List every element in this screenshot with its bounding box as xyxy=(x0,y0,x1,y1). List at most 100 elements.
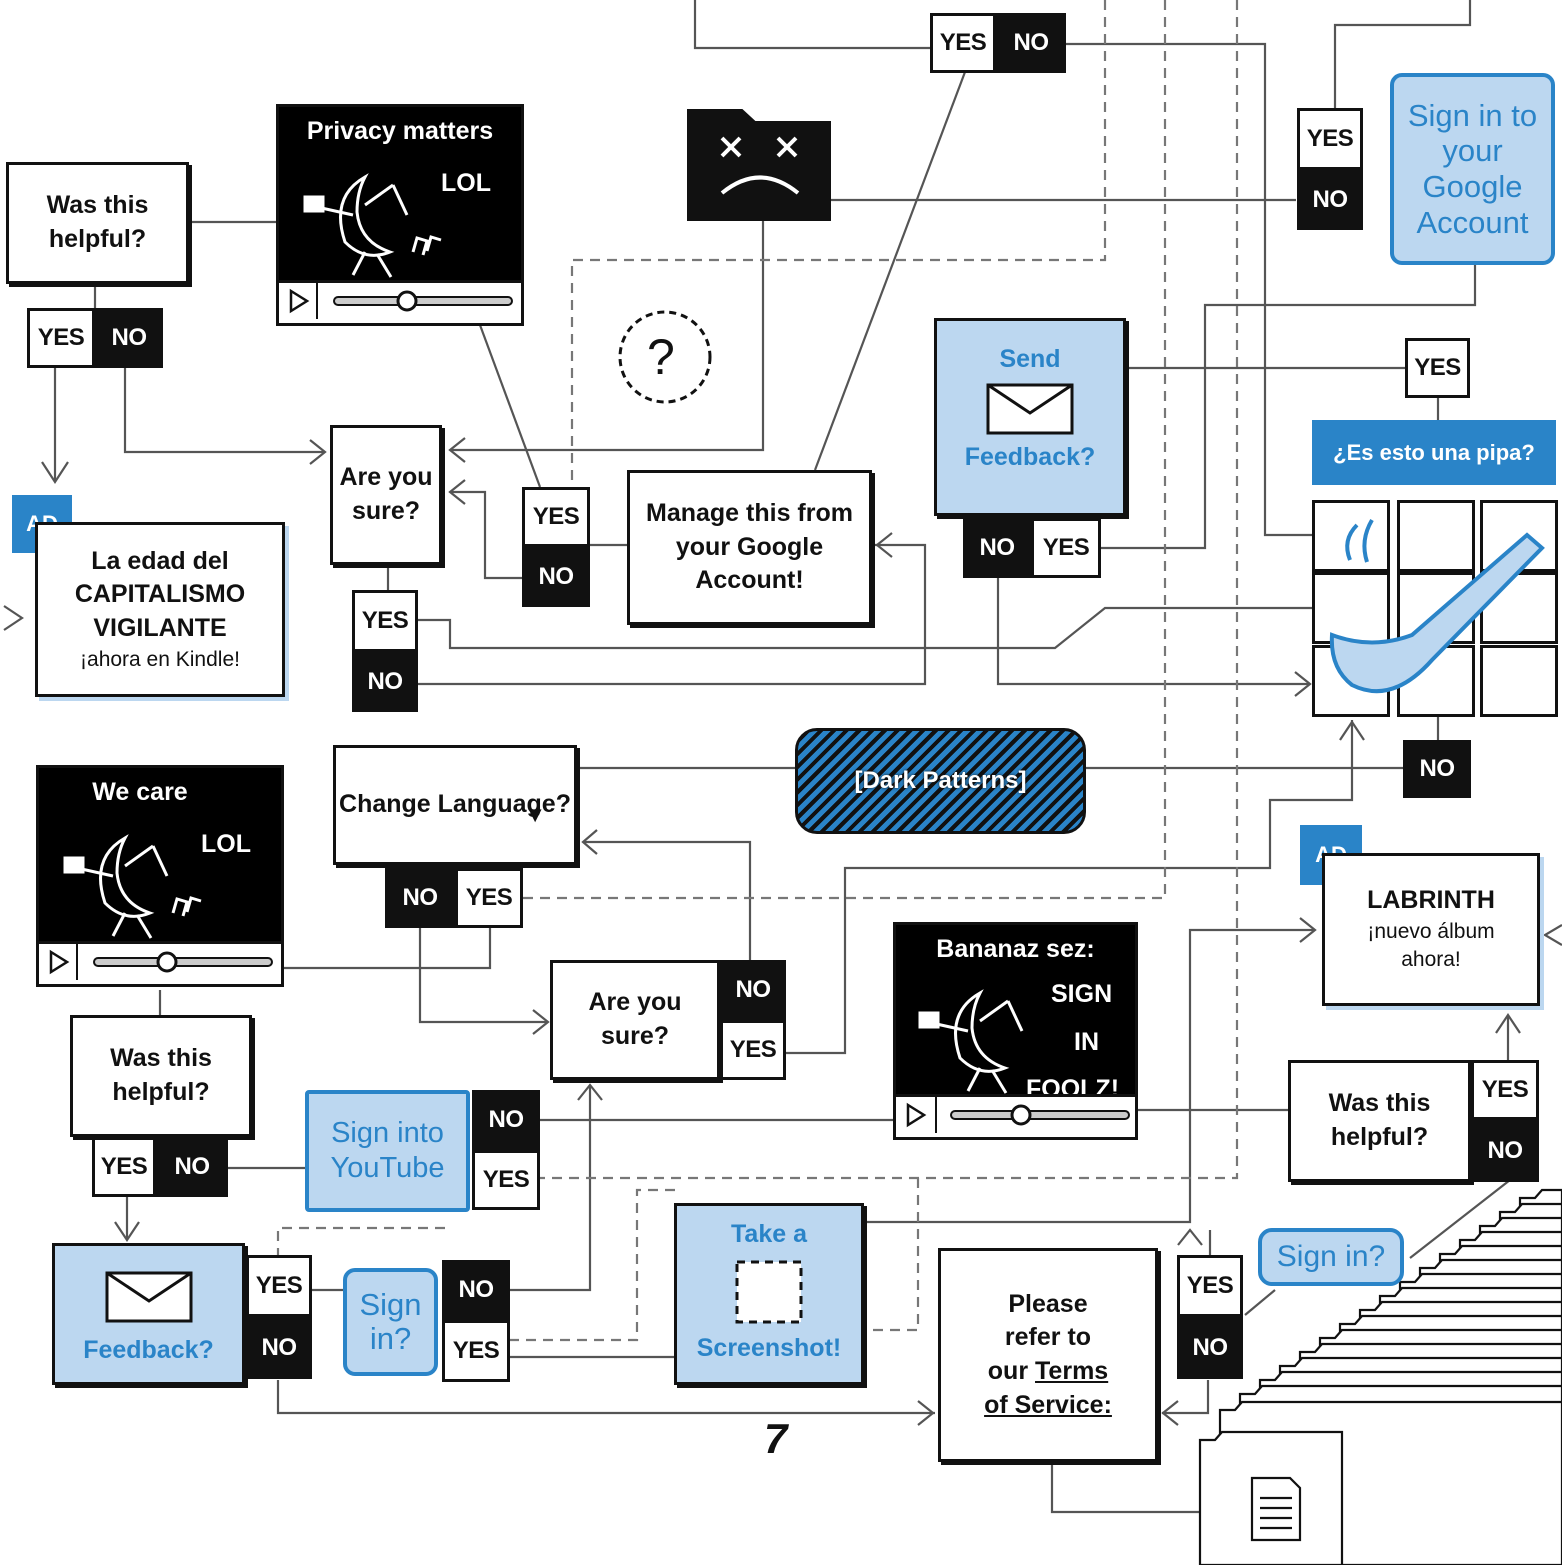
envelope-icon xyxy=(105,1271,192,1323)
video-title: We care xyxy=(92,778,188,806)
video-lol-text: LOL xyxy=(201,830,251,858)
yes-button[interactable]: YES xyxy=(455,868,523,928)
ad-kindle-line4: ¡ahora en Kindle! xyxy=(80,647,240,671)
ad-labrinth-line1: LABRINTH xyxy=(1367,886,1495,915)
video-scrubber xyxy=(1010,1104,1032,1126)
bananaz-video-player[interactable]: Bananaz sez: SIGN IN FOOLZ! xyxy=(893,922,1138,1140)
dropdown-arrow-icon: ▼ xyxy=(524,802,546,828)
no-button[interactable]: NO xyxy=(442,1260,510,1320)
dark-patterns-badge: [Dark Patterns] xyxy=(795,728,1086,834)
terms-line1: Please xyxy=(1008,1289,1088,1318)
video-lol-text: LOL xyxy=(441,169,491,197)
dancing-moon-icon xyxy=(918,989,1024,1094)
screenshot-button[interactable]: Take a Screenshot! xyxy=(674,1203,864,1385)
terms-line4[interactable]: of Service: xyxy=(984,1390,1112,1419)
are-you-sure-box: Are you sure? xyxy=(550,960,720,1080)
no-button[interactable]: NO xyxy=(472,1090,540,1150)
page-number: 7 xyxy=(764,1415,788,1462)
ad-kindle-line2: CAPITALISMO xyxy=(74,580,246,609)
no-button[interactable]: NO xyxy=(963,518,1031,578)
yes-button[interactable]: YES xyxy=(92,1137,156,1197)
video-progress-bar xyxy=(93,957,273,967)
ad-kindle-line1: La edad del xyxy=(91,546,229,575)
captcha-cell[interactable] xyxy=(1312,500,1390,572)
video-progress-bar xyxy=(333,296,513,306)
video-progress-bar xyxy=(950,1110,1130,1120)
video-title: Bananaz sez: xyxy=(936,935,1095,963)
yes-button[interactable]: YES xyxy=(720,1020,786,1080)
sign-in-google-button[interactable]: Sign in to your Google Account xyxy=(1390,73,1555,265)
envelope-icon xyxy=(986,383,1074,435)
question-icon xyxy=(618,310,712,404)
bananaz-line1: SIGN xyxy=(1051,980,1113,1008)
captcha-cell[interactable] xyxy=(1397,500,1475,572)
ad-kindle-box[interactable]: La edad del CAPITALISMO VIGILANTE ¡ahora… xyxy=(35,522,285,697)
send-label: Send xyxy=(999,345,1061,373)
terms-of-service-box: Please refer to our Terms of Service: xyxy=(938,1248,1158,1462)
yes-button[interactable]: YES xyxy=(246,1255,312,1317)
video-controls xyxy=(279,280,521,323)
no-button[interactable]: NO xyxy=(246,1317,312,1379)
play-icon xyxy=(906,1102,927,1128)
video-scrubber xyxy=(396,290,418,312)
yes-button[interactable]: YES xyxy=(27,308,95,368)
change-language-label: Change Language? xyxy=(339,790,571,819)
no-button[interactable]: NO xyxy=(352,652,418,712)
was-helpful-box: Was this helpful? xyxy=(70,1015,252,1137)
no-button[interactable]: NO xyxy=(1297,170,1363,230)
yes-button[interactable]: YES xyxy=(1405,338,1470,398)
sign-in-button[interactable]: Sign in? xyxy=(1258,1228,1404,1286)
yes-button[interactable]: YES xyxy=(1177,1255,1243,1317)
no-button[interactable]: NO xyxy=(996,13,1066,73)
captcha-cell[interactable] xyxy=(1480,500,1558,572)
bananaz-line2: IN xyxy=(1074,1028,1099,1056)
yes-button[interactable]: YES xyxy=(1297,108,1363,170)
pipe-icon xyxy=(1329,518,1545,694)
ad-labrinth-box[interactable]: LABRINTH ¡nuevo álbum ahora! xyxy=(1322,853,1540,1006)
no-button[interactable]: NO xyxy=(156,1137,228,1197)
yes-button[interactable]: YES xyxy=(1471,1060,1539,1120)
screenshot-top-label: Take a xyxy=(731,1220,807,1248)
sign-in-button[interactable]: Sign in? xyxy=(343,1268,438,1376)
sign-into-youtube-button[interactable]: Sign into YouTube xyxy=(305,1090,470,1212)
no-button[interactable]: NO xyxy=(95,308,163,368)
yes-button[interactable]: YES xyxy=(442,1320,510,1382)
terms-line2: refer to xyxy=(1004,1323,1092,1352)
dancing-moon-icon xyxy=(63,834,202,939)
ad-labrinth-line2: ¡nuevo álbum xyxy=(1367,920,1495,944)
no-button[interactable]: NO xyxy=(1403,740,1471,798)
privacy-video-player[interactable]: Privacy matters LOL xyxy=(276,104,524,326)
are-you-sure-box: Are you sure? xyxy=(330,425,442,565)
captcha-cell[interactable] xyxy=(1312,572,1390,644)
play-icon xyxy=(49,949,70,975)
feedback-button[interactable]: Feedback? xyxy=(52,1243,245,1385)
yes-button[interactable]: YES xyxy=(522,487,590,547)
no-button[interactable]: NO xyxy=(720,960,786,1020)
video-title: Privacy matters xyxy=(306,117,494,145)
question-mark: ? xyxy=(647,329,675,385)
was-helpful-box: Was this helpful? xyxy=(1288,1060,1471,1182)
terms-link[interactable]: Terms xyxy=(1035,1357,1109,1385)
yes-button[interactable]: YES xyxy=(352,590,418,652)
yes-button[interactable]: YES xyxy=(1031,518,1101,578)
video-scrubber xyxy=(156,951,178,973)
ad-kindle-line3: VIGILANTE xyxy=(93,614,227,643)
manage-google-box: Manage this from your Google Account! xyxy=(627,470,872,625)
captcha-cell[interactable] xyxy=(1480,645,1558,717)
send-feedback-button[interactable]: Send Feedback? xyxy=(934,318,1126,516)
change-language-dropdown[interactable]: Change Language? ▼ xyxy=(333,745,577,865)
yes-button[interactable]: YES xyxy=(930,13,996,73)
pipa-question-header: ¿Es esto una pipa? xyxy=(1312,420,1556,485)
dancing-moon-icon xyxy=(303,173,442,278)
no-button[interactable]: NO xyxy=(1471,1120,1539,1182)
document-stack-icon xyxy=(1198,1188,1562,1565)
care-video-player[interactable]: We care LOL xyxy=(36,765,284,987)
yes-button[interactable]: YES xyxy=(472,1150,540,1210)
no-button[interactable]: NO xyxy=(385,868,455,928)
sad-folder-icon xyxy=(687,109,831,221)
feedback-label: Feedback? xyxy=(83,1336,214,1365)
no-button[interactable]: NO xyxy=(522,547,590,607)
no-button[interactable]: NO xyxy=(1177,1317,1243,1379)
ad-labrinth-line3: ahora! xyxy=(1401,948,1461,972)
